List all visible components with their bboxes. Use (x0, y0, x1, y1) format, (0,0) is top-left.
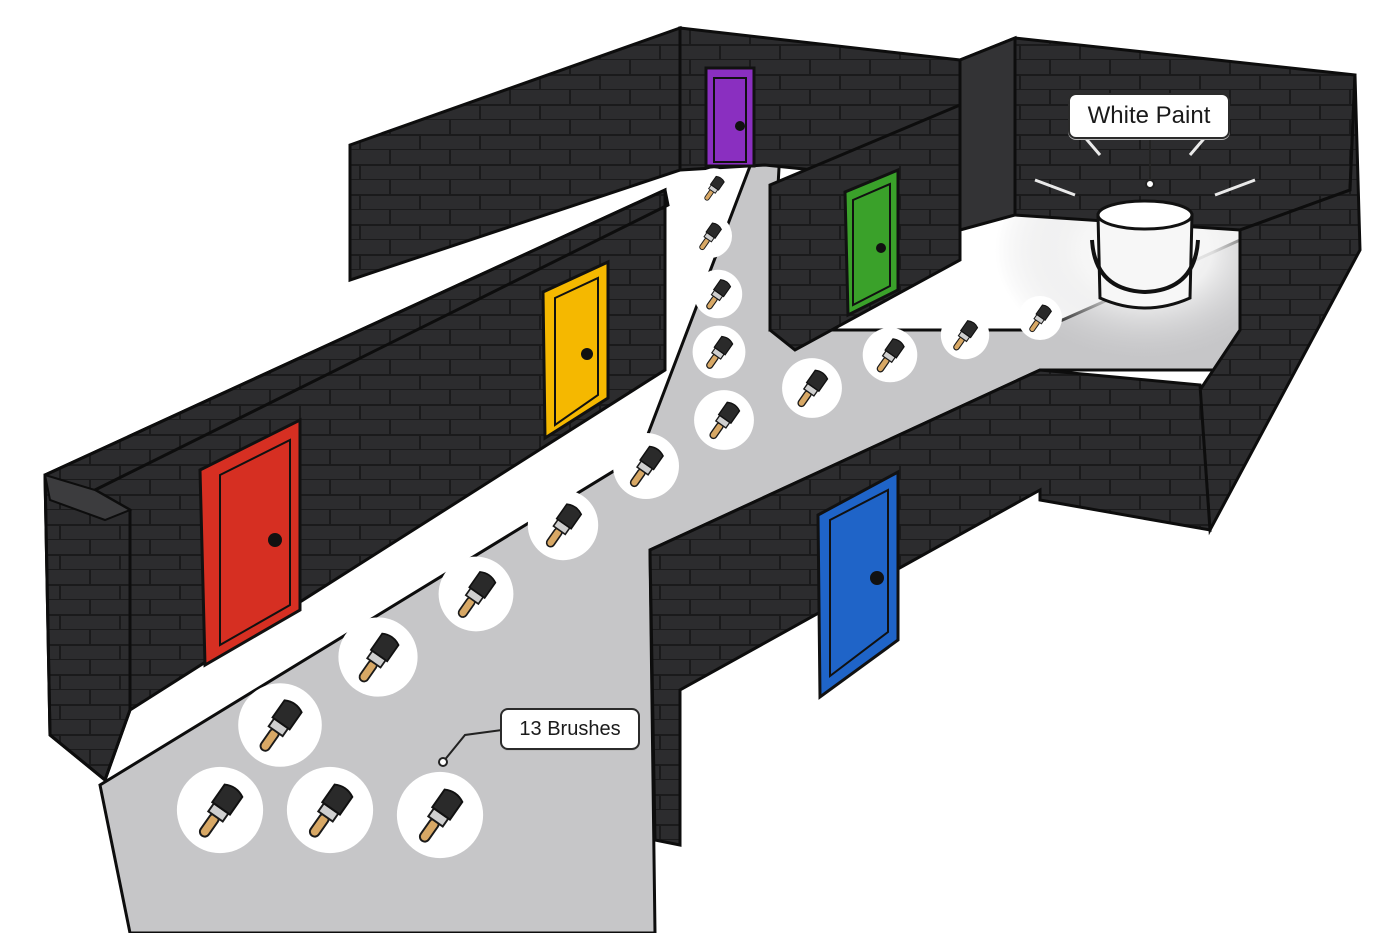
wall (958, 35, 1017, 232)
wall-cap (43, 473, 133, 522)
paintbrush-icon[interactable] (693, 269, 743, 319)
paintbrush-icon[interactable] (175, 765, 265, 855)
paint-callout-dot (1145, 179, 1155, 189)
door-red[interactable] (198, 417, 302, 668)
brush-callout-pointer (442, 729, 503, 763)
paintbrush-icon[interactable] (437, 555, 515, 633)
wall (648, 368, 1212, 847)
paintbrush-icon[interactable] (612, 432, 680, 500)
paintbrush-icon[interactable] (693, 389, 755, 451)
paintbrush-icon[interactable] (862, 327, 918, 383)
paintbrush-icon[interactable] (691, 325, 747, 379)
paintbrush-icon[interactable] (687, 213, 733, 259)
brush-callout-dot (438, 757, 448, 767)
paintbrush-icon[interactable] (693, 167, 735, 209)
brush-count-label: 13 Brushes (500, 708, 640, 750)
paintbrush-icon[interactable] (526, 488, 600, 562)
paint-bucket-icon[interactable] (1034, 95, 1256, 310)
paintbrush-icon[interactable] (781, 357, 843, 419)
paintbrush-icon[interactable] (237, 682, 323, 768)
paintbrush-icon[interactable] (395, 770, 485, 860)
door-blue[interactable] (816, 469, 900, 700)
paintbrush-icon[interactable] (940, 310, 990, 360)
paint-label: White Paint (1068, 93, 1230, 139)
paintbrush-icon[interactable] (337, 616, 419, 698)
door-purple[interactable] (704, 66, 756, 168)
paintbrush-icon[interactable] (1017, 295, 1063, 341)
paintbrush-icon[interactable] (285, 765, 375, 855)
door-green[interactable] (843, 167, 900, 318)
door-yellow[interactable] (541, 259, 610, 441)
wall (1198, 74, 1362, 536)
